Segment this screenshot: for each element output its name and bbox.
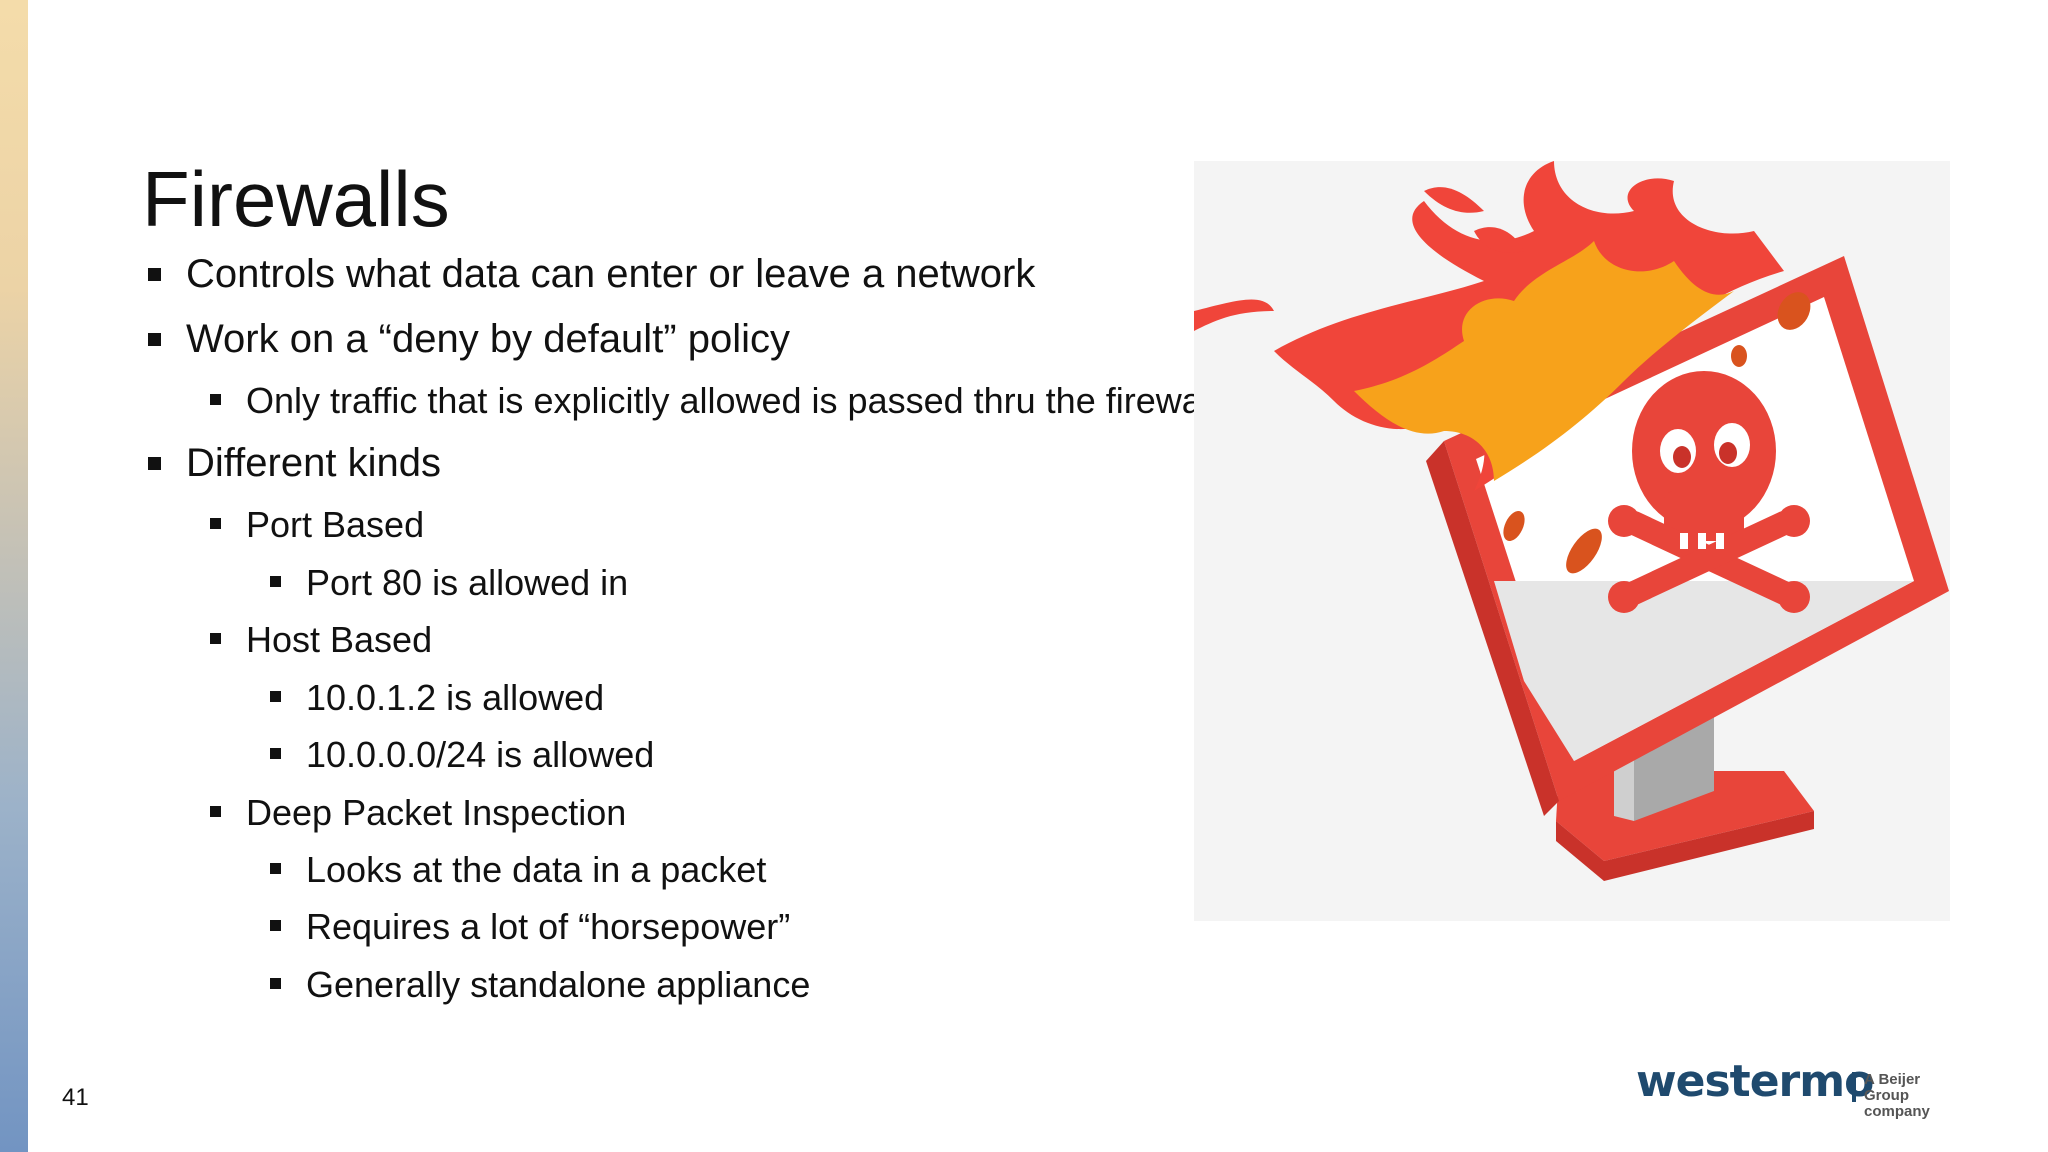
bullet-text: Requires a lot of “horsepower”	[306, 906, 791, 947]
skull-crossbones	[1608, 371, 1810, 613]
bullet-text: Generally standalone appliance	[306, 964, 811, 1005]
bullet-square-icon	[148, 457, 161, 470]
bullet-item: Work on a “deny by default” policy	[148, 317, 791, 362]
bullet-item: Generally standalone appliance	[270, 964, 811, 1006]
screen-shade	[1494, 581, 1914, 761]
bullet-text: Looks at the data in a packet	[306, 849, 767, 890]
bullet-item: Looks at the data in a packet	[270, 849, 767, 891]
bullet-item: 10.0.0.0/24 is allowed	[270, 734, 655, 776]
bullet-square-icon	[270, 920, 281, 931]
bullet-square-icon	[210, 518, 221, 529]
bullet-square-icon	[210, 394, 221, 405]
bullet-item: Deep Packet Inspection	[210, 792, 627, 834]
logo-separator	[1852, 1072, 1856, 1102]
bullet-item: 10.0.1.2 is allowed	[270, 677, 605, 719]
bullet-item: Controls what data can enter or leave a …	[148, 252, 1036, 297]
bullet-text: 10.0.1.2 is allowed	[306, 677, 605, 718]
bullet-item: Only traffic that is explicitly allowed …	[210, 380, 1218, 422]
bullet-square-icon	[210, 633, 221, 644]
bullet-square-icon	[148, 268, 161, 281]
logo-wordmark: westermo	[1636, 1056, 1874, 1107]
westermo-logo: westermo A Beijer Group company	[1636, 1060, 1966, 1120]
bullet-item: Different kinds	[148, 441, 441, 486]
bullet-text: Work on a “deny by default” policy	[186, 317, 791, 361]
monitor-frame-side	[1426, 441, 1559, 816]
logo-tagline-line2: company	[1864, 1103, 1930, 1120]
bullet-text: Only traffic that is explicitly allowed …	[246, 380, 1218, 421]
bullet-text: Different kinds	[186, 441, 441, 485]
bullet-text: Controls what data can enter or leave a …	[186, 252, 1036, 296]
bullet-square-icon	[270, 978, 281, 989]
bullet-square-icon	[210, 806, 221, 817]
bullet-item: Port Based	[210, 504, 425, 546]
page-number: 41	[62, 1084, 89, 1111]
burning-monitor-skull-icon	[1194, 161, 1950, 921]
bullet-square-icon	[148, 333, 161, 346]
bullet-text: Deep Packet Inspection	[246, 792, 627, 833]
bullet-item: Host Based	[210, 619, 433, 661]
bullet-text: Port Based	[246, 504, 425, 545]
bullet-text: 10.0.0.0/24 is allowed	[306, 734, 655, 775]
bullet-item: Requires a lot of “horsepower”	[270, 906, 791, 948]
flames	[1194, 161, 1811, 574]
logo-tagline-line1: A Beijer Group	[1864, 1071, 1921, 1104]
bullet-square-icon	[270, 863, 281, 874]
bullet-square-icon	[270, 576, 281, 587]
bullet-text: Port 80 is allowed in	[306, 562, 629, 603]
bullet-square-icon	[270, 691, 281, 702]
left-accent-bar	[0, 0, 28, 1152]
bullet-text: Host Based	[246, 619, 433, 660]
bullet-square-icon	[270, 748, 281, 759]
monitor-base-edge	[1556, 811, 1814, 881]
logo-tagline: A Beijer Group company	[1864, 1072, 1966, 1120]
slide-title: Firewalls	[142, 155, 450, 244]
bullet-item: Port 80 is allowed in	[270, 562, 629, 604]
